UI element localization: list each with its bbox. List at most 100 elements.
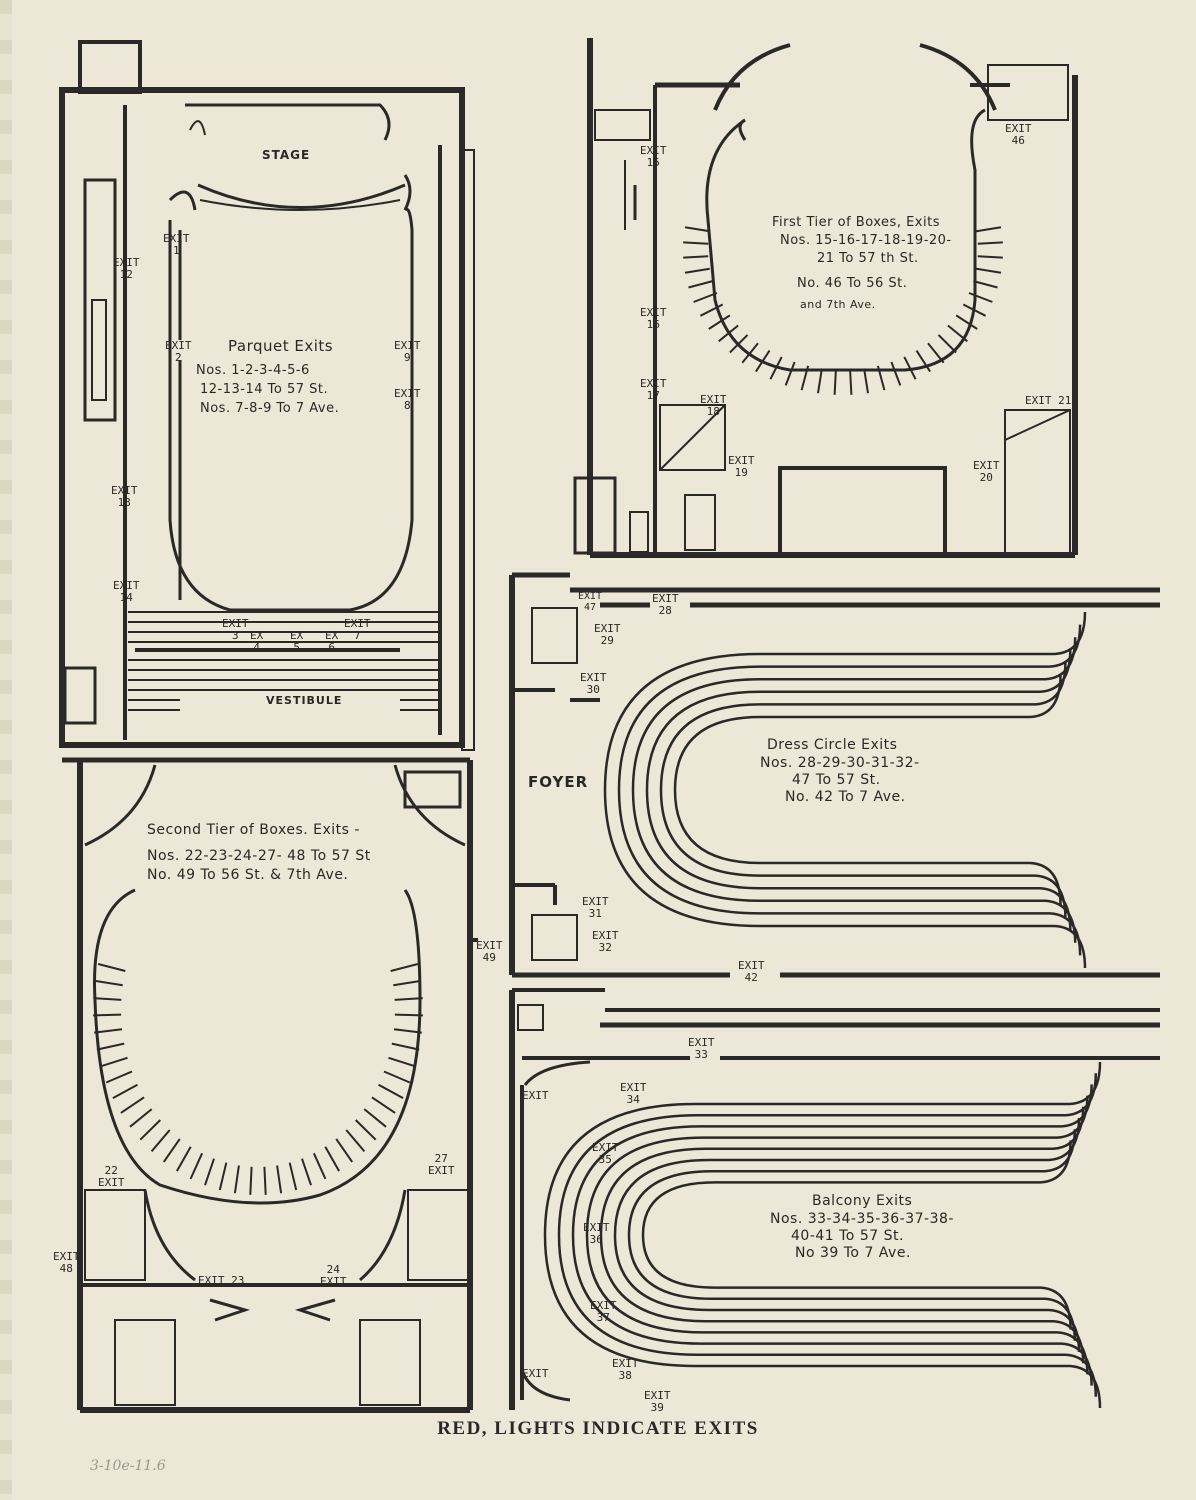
- parquet-line-2: 12-13-14 To 57 St.: [200, 382, 329, 397]
- box-partition: [335, 1138, 354, 1163]
- dress-circle-row: [631, 637, 1077, 943]
- box-partition: [394, 1013, 423, 1017]
- exit-27: 27 EXIT: [428, 1152, 455, 1177]
- box-partition: [93, 997, 122, 1001]
- box-partition: [863, 368, 869, 394]
- exit-8: EXIT 8: [394, 387, 421, 412]
- exit-1: EXIT 1: [163, 232, 190, 257]
- box-partition: [390, 963, 419, 972]
- box-partition: [876, 365, 886, 391]
- footer-caption: RED, LIGHTS INDICATE EXITS: [437, 1418, 759, 1439]
- box-partition: [968, 292, 993, 303]
- box-partition: [218, 1162, 228, 1191]
- box-partition: [176, 1146, 192, 1172]
- dress-circle-line-2: 47 To 57 St.: [792, 772, 881, 788]
- balcony-row: [627, 1129, 1077, 1341]
- dress-circle-title: Dress Circle Exits: [767, 737, 898, 753]
- exit-16: EXIT 16: [640, 306, 667, 331]
- box-partition: [301, 1158, 312, 1186]
- exit-6: EX 6: [325, 629, 339, 654]
- box-partition: [312, 1152, 327, 1180]
- parquet-line-1: Nos. 1-2-3-4-5-6: [196, 363, 310, 378]
- box-partition: [890, 361, 902, 386]
- box-partition: [96, 1042, 125, 1051]
- exit-28: EXIT 28: [652, 592, 679, 617]
- box-partition: [371, 1096, 396, 1114]
- dress-circle-rows: [603, 611, 1087, 969]
- box-partition: [769, 356, 783, 380]
- box-partition: [817, 368, 823, 394]
- exit-21: EXIT 21: [1025, 394, 1072, 407]
- exit-7: EXIT 7: [344, 617, 371, 642]
- dress-circle-row: [603, 611, 1087, 969]
- exit-19: EXIT 19: [728, 454, 755, 479]
- box-partition: [915, 350, 931, 373]
- exit-41: EXIT: [522, 1367, 549, 1380]
- dress-circle-row: [673, 674, 1062, 906]
- box-partition: [189, 1152, 204, 1180]
- box-partition: [97, 963, 126, 972]
- box-partition: [955, 314, 978, 330]
- foyer-label: FOYER: [528, 773, 589, 791]
- balcony-row: [543, 1061, 1102, 1409]
- box-partition: [833, 369, 837, 395]
- first-tier-line-1: Nos. 15-16-17-18-19-20-: [780, 233, 952, 248]
- box-partition: [354, 1119, 377, 1141]
- box-partition: [263, 1166, 267, 1195]
- box-partition: [729, 334, 749, 354]
- exit-30: EXIT 30: [580, 671, 607, 696]
- balcony-line-1: Nos. 33-34-35-36-37-38-: [770, 1211, 954, 1227]
- exit-46: EXIT 46: [1005, 122, 1032, 147]
- exit-14: EXIT 14: [113, 579, 140, 604]
- exit-39: EXIT 39: [644, 1389, 671, 1414]
- parquet-title: Parquet Exits: [228, 337, 334, 355]
- balcony-row: [585, 1095, 1089, 1375]
- box-partition: [105, 1070, 133, 1084]
- second-tier-line-1: Nos. 22-23-24-27- 48 To 57 St: [147, 848, 371, 864]
- box-partition: [162, 1138, 181, 1163]
- box-partition: [204, 1158, 215, 1186]
- box-partition: [94, 1028, 123, 1034]
- first-tier-title: First Tier of Boxes, Exits: [772, 215, 940, 230]
- box-partition: [962, 303, 987, 317]
- balcony-title: Balcony Exits: [812, 1193, 913, 1209]
- box-partition: [393, 1028, 422, 1034]
- exit-47: EXIT 47: [578, 591, 603, 613]
- exit-49: EXIT 49: [476, 939, 503, 964]
- exit-40: EXIT: [522, 1089, 549, 1102]
- exit-36: EXIT 36: [583, 1221, 610, 1246]
- box-partition: [903, 356, 917, 380]
- exit-18: EXIT 18: [700, 393, 727, 418]
- box-partition: [688, 280, 713, 289]
- box-partition: [150, 1129, 171, 1153]
- box-partition: [388, 1056, 416, 1068]
- dress-circle-row: [645, 649, 1072, 931]
- exit-32: EXIT 32: [592, 929, 619, 954]
- box-partition: [139, 1119, 162, 1141]
- box-partition: [976, 226, 1002, 233]
- box-partition: [394, 997, 423, 1001]
- box-partition: [324, 1146, 340, 1172]
- balcony-line-3: No 39 To 7 Ave.: [795, 1245, 911, 1261]
- box-partition: [383, 1070, 411, 1084]
- pencil-note: 3-10e-11.6: [90, 1458, 166, 1474]
- box-partition: [977, 241, 1003, 245]
- box-partition: [120, 1096, 145, 1114]
- dress-circle-line-1: Nos. 28-29-30-31-32-: [760, 755, 920, 771]
- box-partition: [718, 324, 739, 343]
- balcony-row: [599, 1106, 1085, 1364]
- first-tier-line-3: No. 46 To 56 St.: [797, 276, 908, 291]
- box-partition: [363, 1108, 387, 1128]
- parquet-plan: [59, 40, 475, 751]
- exit-12: EXIT 12: [113, 256, 140, 281]
- box-partition: [741, 342, 759, 364]
- balcony-row: [557, 1073, 1098, 1397]
- box-partition: [100, 1056, 128, 1068]
- box-partition: [112, 1083, 138, 1099]
- box-partition: [755, 350, 771, 373]
- dress-circle-row: [617, 624, 1082, 956]
- box-partition: [684, 267, 710, 274]
- box-partition: [708, 314, 731, 330]
- exit-3: EXIT 3: [222, 617, 249, 642]
